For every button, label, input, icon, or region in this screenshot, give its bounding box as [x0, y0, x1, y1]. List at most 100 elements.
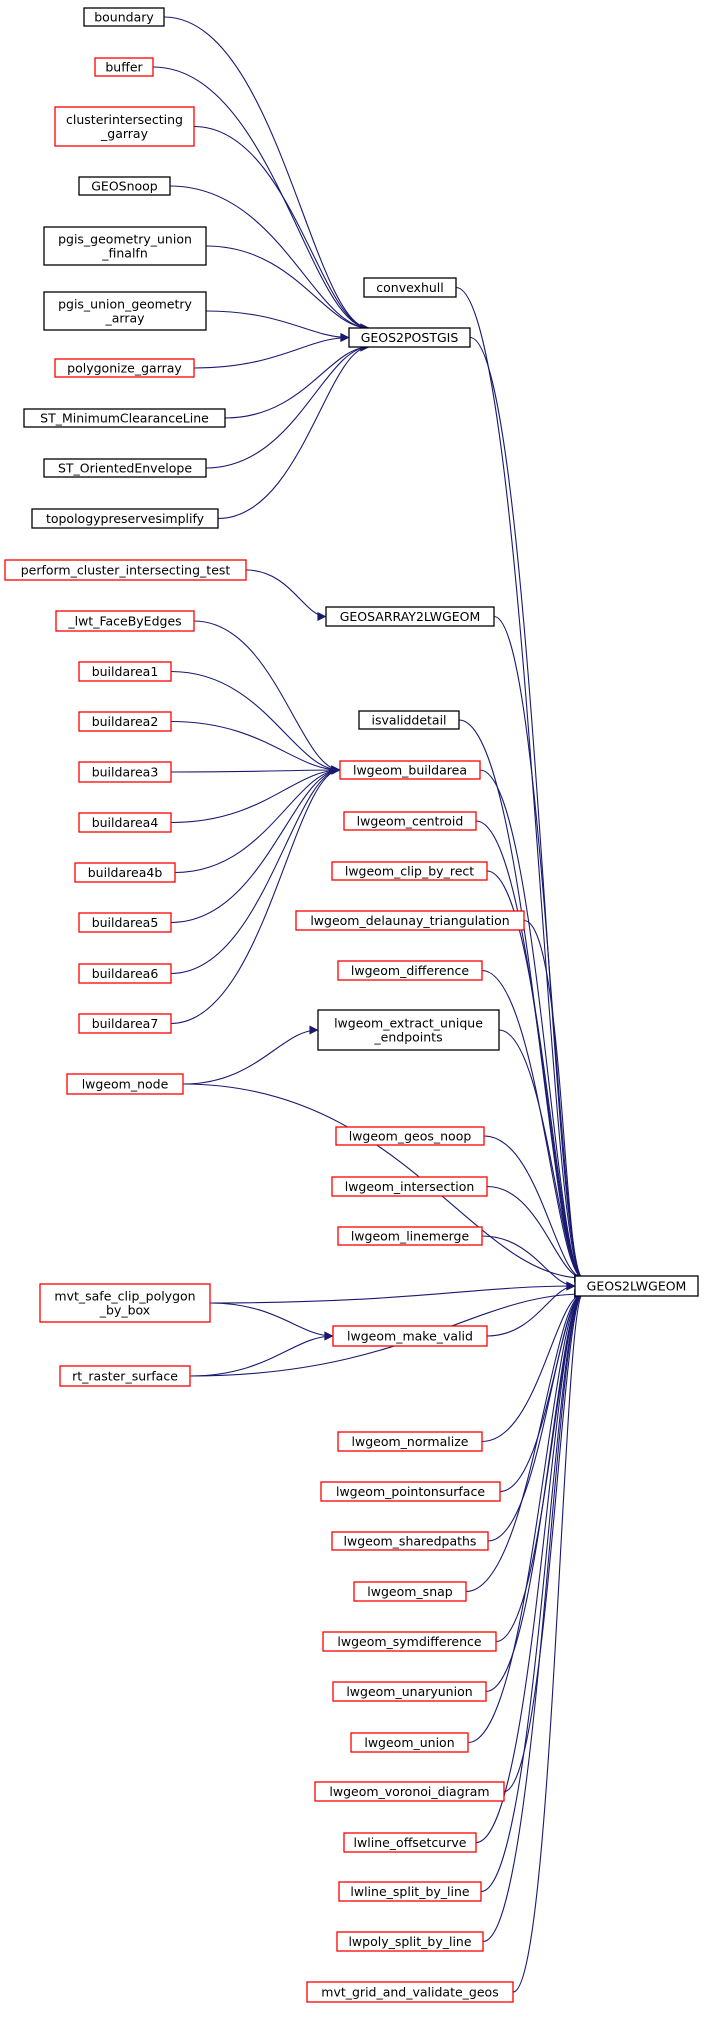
node-lwgeom_voronoi_diagram[interactable]: lwgeom_voronoi_diagram — [314, 1781, 505, 1802]
node-box[interactable] — [322, 1631, 497, 1652]
node-box[interactable] — [353, 1581, 467, 1602]
node-mvt_safe_clip_polygon_by_box[interactable]: mvt_safe_clip_polygon_by_box — [39, 1283, 211, 1323]
node-lwgeom_symdifference[interactable]: lwgeom_symdifference — [322, 1631, 497, 1652]
node-box[interactable] — [343, 1832, 477, 1853]
node-box[interactable] — [43, 458, 207, 478]
node-box[interactable] — [358, 710, 460, 730]
node-lwline_offsetcurve[interactable]: lwline_offsetcurve — [343, 1832, 477, 1853]
node-buffer[interactable]: buffer — [94, 57, 154, 77]
node-lwgeom_pointonsurface[interactable]: lwgeom_pointonsurface — [320, 1481, 501, 1502]
node-box[interactable] — [332, 1325, 488, 1347]
node-lwgeom_normalize[interactable]: lwgeom_normalize — [337, 1431, 483, 1452]
node-lwpoly_split_by_line[interactable]: lwpoly_split_by_line — [336, 1931, 484, 1952]
node-GEOSnoop[interactable]: GEOSnoop — [78, 176, 171, 196]
node-box[interactable] — [78, 711, 172, 732]
node-box[interactable] — [66, 1073, 184, 1095]
node-box[interactable] — [337, 1226, 483, 1246]
node-box[interactable] — [325, 606, 495, 627]
node-box[interactable] — [78, 812, 172, 833]
node-box[interactable] — [39, 1283, 211, 1323]
node-pgis_geometry_union_finalfn[interactable]: pgis_geometry_union_finalfn — [43, 226, 207, 266]
node-lwgeom_clip_by_rect[interactable]: lwgeom_clip_by_rect — [331, 861, 488, 881]
node-box[interactable] — [54, 358, 195, 378]
node-lwgeom_unaryunion[interactable]: lwgeom_unaryunion — [332, 1681, 487, 1702]
node-box[interactable] — [317, 1009, 500, 1051]
node-box[interactable] — [78, 176, 171, 196]
node-buildarea7[interactable]: buildarea7 — [78, 1013, 172, 1034]
node-box[interactable] — [306, 1981, 514, 2003]
node-box[interactable] — [94, 57, 154, 77]
node-ST_MinimumClearanceLine[interactable]: ST_MinimumClearanceLine — [23, 408, 226, 428]
node-box[interactable] — [339, 760, 481, 780]
node-box[interactable] — [314, 1781, 505, 1802]
node-lwgeom_node[interactable]: lwgeom_node — [66, 1073, 184, 1095]
node-buildarea4b[interactable]: buildarea4b — [74, 862, 176, 883]
node-box[interactable] — [55, 610, 195, 632]
node-lwgeom_difference[interactable]: lwgeom_difference — [337, 960, 483, 981]
node-buildarea5[interactable]: buildarea5 — [78, 912, 172, 933]
node-box[interactable] — [336, 1931, 484, 1952]
node-lwgeom_delaunay_triangulation[interactable]: lwgeom_delaunay_triangulation — [295, 910, 525, 931]
node-box[interactable] — [83, 7, 165, 27]
node-box[interactable] — [78, 661, 172, 682]
node-box[interactable] — [350, 1732, 469, 1753]
node-buildarea2[interactable]: buildarea2 — [78, 711, 172, 732]
node-box[interactable] — [78, 1013, 172, 1034]
node-topologypreservesimplify[interactable]: topologypreservesimplify — [31, 508, 219, 529]
node-box[interactable] — [295, 910, 525, 931]
node-pgis_union_geometry_array[interactable]: pgis_union_geometry_array — [43, 291, 207, 331]
node-box[interactable] — [78, 912, 172, 933]
node-convexhull[interactable]: convexhull — [363, 277, 457, 298]
node-box[interactable] — [320, 1481, 501, 1502]
node-buildarea4[interactable]: buildarea4 — [78, 812, 172, 833]
node-perform_cluster_intersecting_test[interactable]: perform_cluster_intersecting_test — [4, 559, 247, 581]
node-polygonize_garray[interactable]: polygonize_garray — [54, 358, 195, 378]
node-buildarea3[interactable]: buildarea3 — [78, 761, 172, 783]
node-lwgeom_geos_noop[interactable]: lwgeom_geos_noop — [335, 1126, 485, 1146]
node-box[interactable] — [343, 811, 477, 831]
node-box[interactable] — [574, 1275, 699, 1297]
node-isvaliddetail[interactable]: isvaliddetail — [358, 710, 460, 730]
node-lwline_split_by_line[interactable]: lwline_split_by_line — [338, 1881, 482, 1902]
node-clusterintersecting_garray[interactable]: clusterintersecting_garray — [54, 106, 195, 147]
node-GEOSARRAY2LWGEOM[interactable]: GEOSARRAY2LWGEOM — [325, 606, 495, 627]
node-GEOS2POSTGIS[interactable]: GEOS2POSTGIS — [348, 327, 471, 348]
node-box[interactable] — [338, 1881, 482, 1902]
node-box[interactable] — [331, 1176, 488, 1197]
node-lwgeom_buildarea[interactable]: lwgeom_buildarea — [339, 760, 481, 780]
node-lwgeom_make_valid[interactable]: lwgeom_make_valid — [332, 1325, 488, 1347]
node-box[interactable] — [335, 1126, 485, 1146]
node-box[interactable] — [78, 963, 172, 984]
node-box[interactable] — [59, 1365, 191, 1387]
node-box[interactable] — [337, 960, 483, 981]
node-box[interactable] — [348, 327, 471, 348]
node-lwgeom_centroid[interactable]: lwgeom_centroid — [343, 811, 477, 831]
node-rt_raster_surface[interactable]: rt_raster_surface — [59, 1365, 191, 1387]
node-box[interactable] — [363, 277, 457, 298]
node-box[interactable] — [23, 408, 226, 428]
node-box[interactable] — [31, 508, 219, 529]
node-mvt_grid_and_validate_geos[interactable]: mvt_grid_and_validate_geos — [306, 1981, 514, 2003]
node-lwgeom_linemerge[interactable]: lwgeom_linemerge — [337, 1226, 483, 1246]
node-buildarea6[interactable]: buildarea6 — [78, 963, 172, 984]
node-lwgeom_snap[interactable]: lwgeom_snap — [353, 1581, 467, 1602]
node-box[interactable] — [332, 1681, 487, 1702]
node-box[interactable] — [74, 862, 176, 883]
node-box[interactable] — [331, 861, 488, 881]
node-lwgeom_sharedpaths[interactable]: lwgeom_sharedpaths — [331, 1531, 489, 1551]
node-box[interactable] — [43, 291, 207, 331]
node-boundary[interactable]: boundary — [83, 7, 165, 27]
node-lwgeom_extract_unique_endpoints[interactable]: lwgeom_extract_unique_endpoints — [317, 1009, 500, 1051]
node-_lwt_FaceByEdges[interactable]: _lwt_FaceByEdges — [55, 610, 195, 632]
node-box[interactable] — [78, 761, 172, 783]
node-box[interactable] — [4, 559, 247, 581]
node-GEOS2LWGEOM[interactable]: GEOS2LWGEOM — [574, 1275, 699, 1297]
node-box[interactable] — [54, 106, 195, 147]
node-box[interactable] — [43, 226, 207, 266]
node-box[interactable] — [337, 1431, 483, 1452]
node-lwgeom_intersection[interactable]: lwgeom_intersection — [331, 1176, 488, 1197]
node-lwgeom_union[interactable]: lwgeom_union — [350, 1732, 469, 1753]
node-ST_OrientedEnvelope[interactable]: ST_OrientedEnvelope — [43, 458, 207, 478]
node-buildarea1[interactable]: buildarea1 — [78, 661, 172, 682]
node-box[interactable] — [331, 1531, 489, 1551]
